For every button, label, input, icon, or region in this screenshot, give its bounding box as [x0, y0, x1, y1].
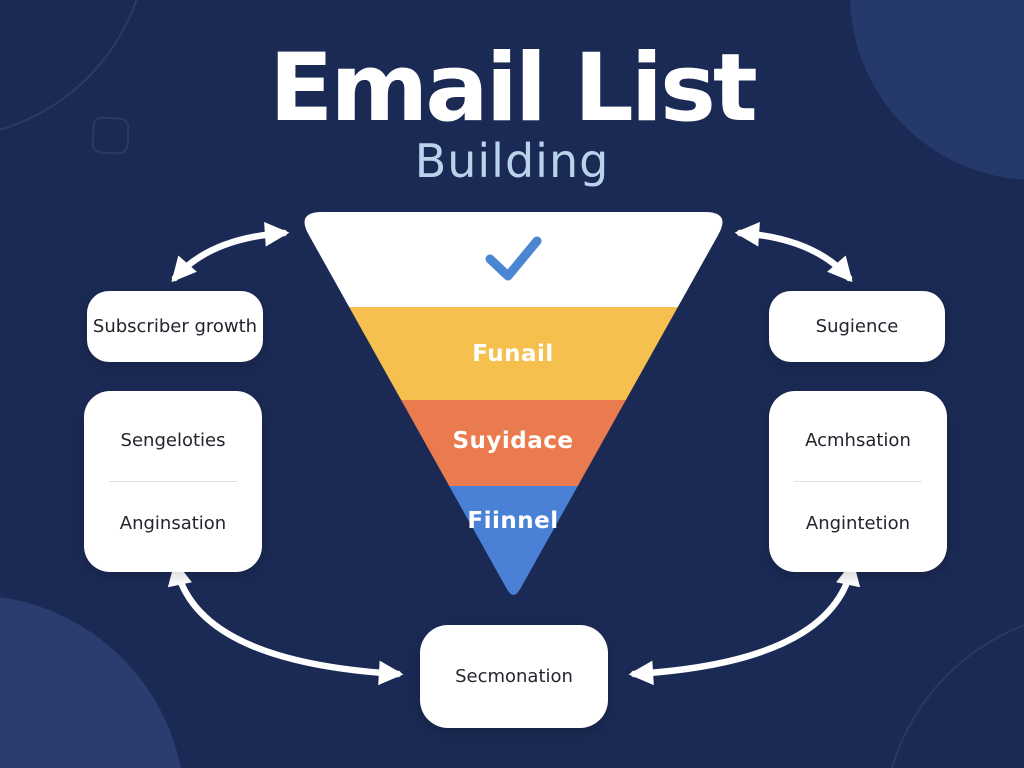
card-secmonation: Secmonation — [420, 625, 608, 728]
funnel-stage-4 — [304, 486, 723, 595]
arrow-bottom-right — [628, 560, 861, 686]
funnel-stage-top — [304, 212, 723, 307]
funnel-stage-label-3: Fiinnel — [467, 508, 558, 534]
card-label: Acmhsation — [805, 429, 911, 451]
card-label: Anginsation — [119, 512, 227, 534]
card-subscriber-growth: Subscriber growth — [87, 291, 263, 362]
divider — [793, 481, 923, 482]
funnel-stage-label-2: Suyidace — [452, 428, 573, 454]
card-label: Sugience — [815, 316, 899, 337]
card-label: Subscriber growth — [92, 316, 258, 337]
card-sugience: Sugience — [769, 291, 945, 362]
card-label: Secmonation — [455, 666, 573, 687]
arrow-top-right — [734, 222, 853, 283]
card-label: Angintetion — [805, 512, 911, 534]
arrow-top-left — [171, 222, 290, 283]
check-icon — [485, 236, 542, 281]
card-label: Sengeloties — [120, 429, 226, 451]
page-title: Email List — [269, 34, 758, 143]
divider — [108, 481, 238, 482]
arrow-bottom-left — [167, 560, 404, 686]
funnel-stage-label-1: Funail — [472, 341, 554, 367]
card-left-list: Sengeloties Anginsation — [84, 391, 262, 572]
page-subtitle: Building — [414, 134, 610, 188]
card-right-list: Acmhsation Angintetion — [769, 391, 947, 572]
